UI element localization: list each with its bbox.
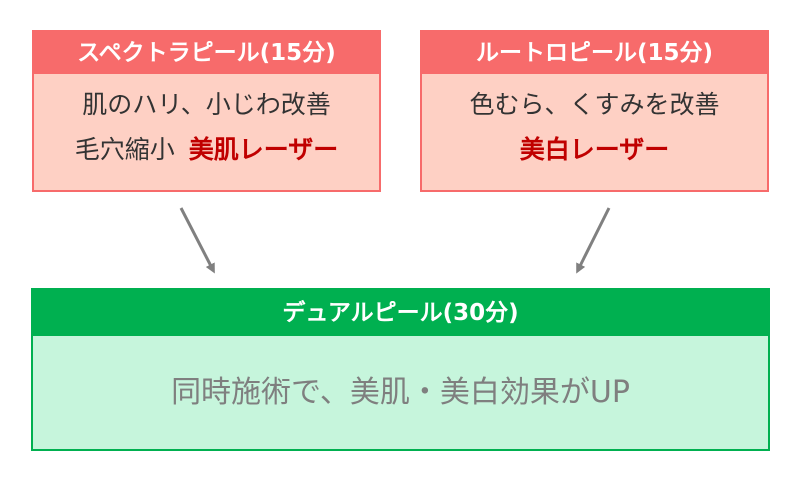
lutronic-peel-title: ルートロピール(15分) [422, 32, 767, 74]
dual-peel-title: デュアルピール(30分) [33, 290, 768, 336]
spectra-peel-box: スペクトラピール(15分) 肌のハリ、小じわ改善 毛穴縮小美肌レーザー [32, 30, 381, 192]
dual-peel-description: 同時施術で、美肌・美白効果がUP [171, 375, 630, 410]
spectra-peel-line2: 毛穴縮小美肌レーザー [34, 127, 379, 172]
arrow-right-to-dual [576, 207, 611, 274]
lutronic-peel-box: ルートロピール(15分) 色むら、くすみを改善 美白レーザー [420, 30, 769, 192]
lutronic-peel-laser-label: 美白レーザー [519, 135, 670, 164]
spectra-peel-description: 肌のハリ、小じわ改善 毛穴縮小美肌レーザー [34, 74, 379, 172]
spectra-peel-line1: 肌のハリ、小じわ改善 [82, 90, 331, 119]
lutronic-peel-line1: 色むら、くすみを改善 [469, 90, 720, 119]
spectra-peel-pore-text: 毛穴縮小 [74, 135, 175, 164]
lutronic-peel-description: 色むら、くすみを改善 美白レーザー [422, 74, 767, 172]
arrow-left-to-dual [179, 207, 215, 274]
spectra-peel-laser-label: 美肌レーザー [188, 135, 339, 164]
lutronic-peel-line2: 美白レーザー [422, 127, 767, 172]
spectra-peel-title: スペクトラピール(15分) [34, 32, 379, 74]
dual-peel-box: デュアルピール(30分) 同時施術で、美肌・美白効果がUP [31, 288, 770, 451]
